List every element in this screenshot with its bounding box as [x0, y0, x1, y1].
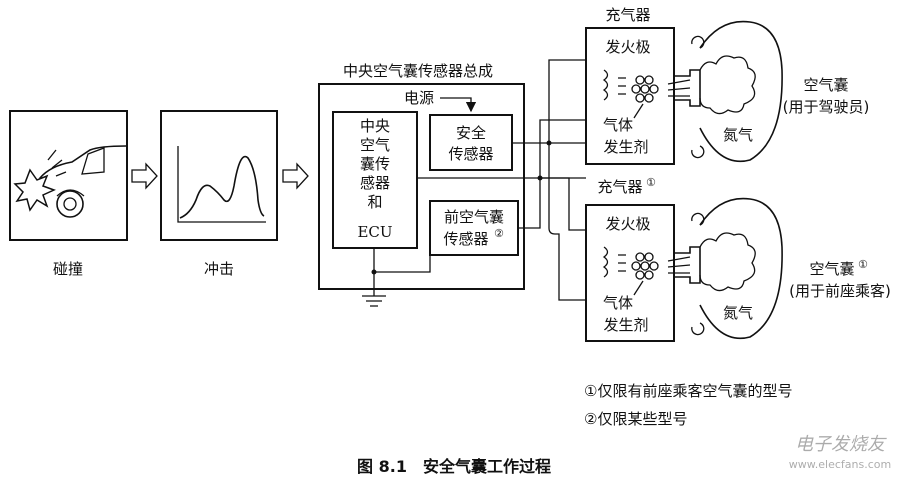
airbag-driver: 氮气 空气囊 (用于驾驶员): [691, 20, 870, 162]
impact-graph-axes: [177, 146, 266, 223]
nitrogen-label: 氮气: [723, 126, 753, 144]
inflator-passenger: 充气器 ① 发火极 气体 发生剂: [585, 176, 701, 342]
wire: [518, 178, 541, 229]
collision-panel: 碰撞: [9, 110, 128, 278]
inflator-box: [585, 204, 675, 342]
sensor-assembly-title: 中央空气囊传感器总成: [343, 62, 493, 80]
ecu-box: [332, 111, 418, 249]
ecu-line: 感器: [360, 174, 390, 192]
igniter-coil-icon: [602, 69, 609, 101]
ecu-line: 囊传: [360, 155, 390, 173]
pointer-line: [633, 280, 644, 296]
gas-generator-label: 气体: [603, 294, 633, 312]
ecu-line: ECU: [357, 223, 392, 241]
front-sensor-label: 前空气囊: [444, 208, 504, 226]
footnote: ②仅限某些型号: [584, 410, 687, 428]
crash-burst-icon: [13, 168, 56, 212]
ecu-line: 和: [367, 193, 382, 211]
airbag-passenger: 氮气 空气囊 ① (用于前座乘客): [691, 197, 891, 339]
flow-arrow-icon: [131, 162, 158, 190]
igniter-label: 发火极: [605, 38, 650, 56]
airbag-outline-icon: [699, 20, 783, 162]
wire: [539, 119, 596, 178]
front-sensor-label: 传感器: [443, 230, 488, 248]
nozzle-icon: [674, 246, 701, 284]
gas-generator-label: 发生剂: [603, 138, 648, 156]
airbag-outline-icon: [699, 197, 783, 339]
airbag-sub-label: (用于驾驶员): [783, 98, 870, 116]
flow-arrow-icon: [282, 162, 309, 190]
spark-lines-icon: [618, 77, 626, 95]
safety-sensor-line: 传感器: [448, 145, 493, 163]
sensor-assembly: 中央空气囊传感器总成 中央 空气 囊传 感器 和 ECU 电源 安全 传感器 前…: [318, 62, 525, 307]
gas-cloud-icon: [699, 55, 756, 115]
mount-hook-icon: [691, 35, 705, 159]
impact-waveform: [179, 155, 265, 219]
footnote: ①仅限有前座乘客空气囊的型号: [584, 382, 792, 400]
mount-hook-icon: [691, 212, 705, 336]
inflator-title: 充气器: [597, 178, 642, 196]
front-sensor-ground-wire: [374, 255, 431, 273]
nozzle-icon: [674, 69, 701, 107]
inflator-driver: 充气器 发火极 气体 发生剂: [585, 6, 701, 165]
power-arrow: [440, 97, 477, 113]
gas-cloud-icon: [699, 232, 756, 292]
ground-symbol-icon: [362, 295, 386, 307]
watermark-text: 电子发烧友: [795, 434, 887, 455]
inflator-title: 充气器: [605, 6, 650, 24]
pointer-line: [633, 103, 644, 119]
wire: [548, 143, 586, 301]
power-label: 电源: [404, 89, 434, 107]
safety-sensor-line: 安全: [456, 124, 486, 142]
watermark: 电子发烧友 www.elecfans.com: [789, 434, 891, 471]
igniter-label: 发火极: [605, 215, 650, 233]
igniter-coil-icon: [602, 246, 609, 278]
gas-generator-label: 发生剂: [603, 316, 648, 334]
inflator-title-mark: ①: [646, 176, 656, 189]
car-window-icon: [81, 147, 105, 175]
front-sensor-mark: ②: [494, 227, 504, 240]
wire: [540, 177, 586, 231]
airbag-label: 空气囊: [809, 260, 854, 278]
collision-label: 碰撞: [53, 260, 83, 278]
airbag-sub-label: (用于前座乘客): [789, 282, 891, 300]
figure-caption: 图 8.1 安全气囊工作过程: [357, 457, 551, 476]
spark-lines-icon: [618, 254, 626, 272]
airbag-label: 空气囊: [803, 76, 848, 94]
gas-jet-icon: [667, 79, 691, 97]
wire: [548, 59, 596, 143]
ecu-line: 空气: [360, 136, 390, 154]
impact-panel: 冲击: [160, 110, 278, 278]
impact-lines-icon: [47, 149, 67, 177]
car-body-icon: [39, 145, 127, 196]
ecu-line: 中央: [360, 117, 390, 135]
gas-generator-label: 气体: [603, 116, 633, 134]
wiring: [417, 59, 596, 301]
gas-jet-icon: [667, 256, 691, 274]
nitrogen-label: 氮气: [723, 304, 753, 322]
car-wheel-icon: [56, 190, 84, 218]
impact-label: 冲击: [204, 260, 234, 278]
airbag-label-mark: ①: [858, 258, 868, 271]
watermark-url: www.elecfans.com: [789, 458, 891, 471]
